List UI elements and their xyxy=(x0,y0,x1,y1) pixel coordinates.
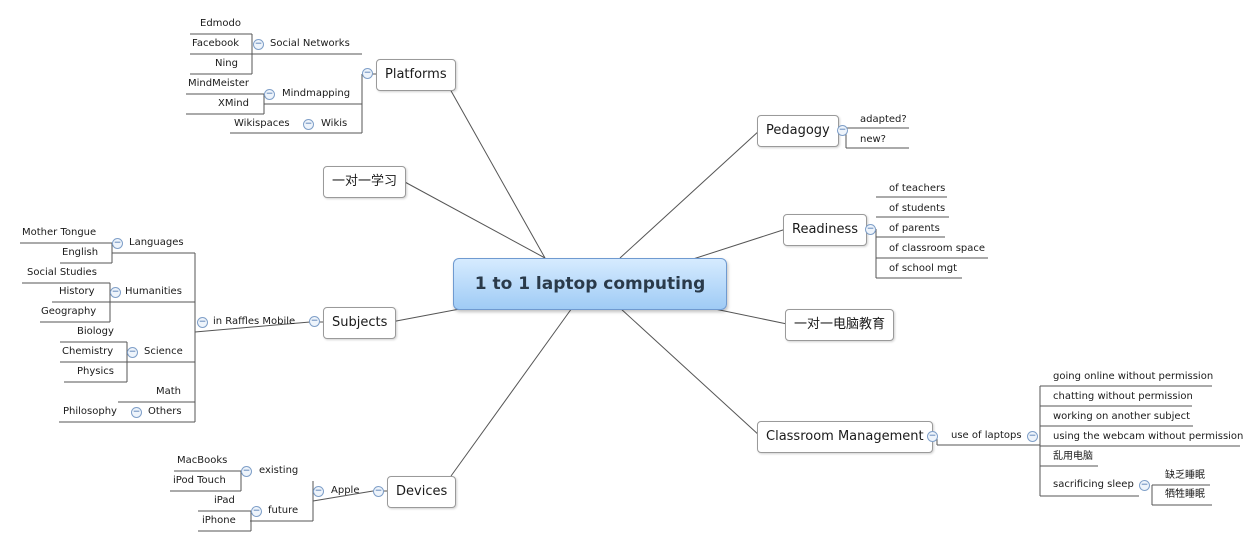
topic-devices[interactable]: Devices xyxy=(387,476,457,508)
collapse-toggle-classroom-management[interactable]: − xyxy=(927,431,938,442)
collapse-toggle-readiness[interactable]: − xyxy=(865,224,876,235)
topic-classroom-management[interactable]: Classroom Management xyxy=(757,421,933,453)
connector-line xyxy=(619,307,761,437)
subtopic-lack-sleep-cn[interactable]: 缺乏睡眠 xyxy=(1165,470,1205,481)
subtopic-iphone[interactable]: iPhone xyxy=(202,515,236,526)
subtopic-geography[interactable]: Geography xyxy=(41,306,97,317)
subtopic-philosophy[interactable]: Philosophy xyxy=(63,406,117,417)
topic-platforms[interactable]: Platforms xyxy=(376,59,456,91)
subtopic-of-school-mgt[interactable]: of school mgt xyxy=(889,263,958,274)
connector-line xyxy=(194,321,311,333)
subtopic-chatting[interactable]: chatting without permission xyxy=(1053,391,1193,402)
collapse-toggle-existing[interactable]: − xyxy=(241,466,252,477)
connector-line xyxy=(619,129,761,259)
topic-pedagogy[interactable]: Pedagogy xyxy=(757,115,839,147)
subtopic-webcam[interactable]: using the webcam without permission xyxy=(1053,431,1244,442)
subtopic-apple[interactable]: Apple xyxy=(331,485,360,496)
central-topic[interactable]: 1 to 1 laptop computing xyxy=(453,258,727,310)
collapse-toggle-humanities[interactable]: − xyxy=(110,287,121,298)
subtopic-edmodo[interactable]: Edmodo xyxy=(200,18,241,29)
subtopic-physics[interactable]: Physics xyxy=(77,366,114,377)
subtopic-misuse-cn[interactable]: 乱用电脑 xyxy=(1053,451,1093,462)
subtopic-sacrifice-sleep-cn[interactable]: 牺牲睡眠 xyxy=(1165,489,1205,500)
subtopic-english[interactable]: English xyxy=(62,247,99,258)
subtopic-ipod-touch[interactable]: iPod Touch xyxy=(173,475,226,486)
collapse-toggle-apple[interactable]: − xyxy=(313,486,324,497)
connector-line xyxy=(450,307,573,477)
subtopic-wikis[interactable]: Wikis xyxy=(321,118,348,129)
subtopic-mother-tongue[interactable]: Mother Tongue xyxy=(22,227,97,238)
collapse-toggle-science[interactable]: − xyxy=(127,347,138,358)
subtopic-wikispaces[interactable]: Wikispaces xyxy=(234,118,290,129)
subtopic-chemistry[interactable]: Chemistry xyxy=(62,346,114,357)
subtopic-xmind[interactable]: XMind xyxy=(218,98,249,109)
subtopic-new[interactable]: new? xyxy=(860,134,886,145)
subtopic-of-teachers[interactable]: of teachers xyxy=(889,183,946,194)
collapse-toggle-others[interactable]: − xyxy=(131,407,142,418)
subtopic-social-studies[interactable]: Social Studies xyxy=(27,267,97,278)
subtopic-mindmapping[interactable]: Mindmapping xyxy=(282,88,351,99)
connector-line xyxy=(709,307,788,325)
subtopic-macbooks[interactable]: MacBooks xyxy=(177,455,228,466)
collapse-toggle-languages[interactable]: − xyxy=(112,238,123,249)
subtopic-facebook[interactable]: Facebook xyxy=(192,38,239,49)
collapse-toggle-pedagogy[interactable]: − xyxy=(837,125,848,136)
subtopic-in-raffles-mobile[interactable]: in Raffles Mobile xyxy=(213,316,296,327)
subtopic-science[interactable]: Science xyxy=(144,346,183,357)
subtopic-others[interactable]: Others xyxy=(148,406,182,417)
connector-line xyxy=(402,180,546,259)
collapse-toggle-sacrificing-sleep[interactable]: − xyxy=(1139,480,1150,491)
collapse-toggle-platforms[interactable]: − xyxy=(362,68,373,79)
connector-line xyxy=(689,228,787,261)
subtopic-use-of-laptops[interactable]: use of laptops xyxy=(951,430,1022,441)
subtopic-humanities[interactable]: Humanities xyxy=(125,286,182,297)
subtopic-sacrificing-sleep[interactable]: sacrificing sleep xyxy=(1053,479,1134,490)
subtopic-languages[interactable]: Languages xyxy=(129,237,184,248)
connector-line xyxy=(390,307,466,323)
subtopic-working-another[interactable]: working on another subject xyxy=(1053,411,1191,422)
topic-readiness[interactable]: Readiness xyxy=(783,214,868,246)
collapse-toggle-social-networks[interactable]: − xyxy=(253,39,264,50)
connector-line xyxy=(449,88,546,259)
collapse-toggle-wikis[interactable]: − xyxy=(303,119,314,130)
subtopic-ning[interactable]: Ning xyxy=(215,58,238,69)
subtopic-of-students[interactable]: of students xyxy=(889,203,946,214)
collapse-toggle-use-of-laptops[interactable]: − xyxy=(1027,431,1038,442)
subtopic-biology[interactable]: Biology xyxy=(77,326,114,337)
collapse-toggle-in-raffles-mobile[interactable]: − xyxy=(197,317,208,328)
subtopic-going-online[interactable]: going online without permission xyxy=(1053,371,1214,382)
subtopic-history[interactable]: History xyxy=(59,286,95,297)
collapse-toggle-subjects[interactable]: − xyxy=(309,316,320,327)
subtopic-of-parents[interactable]: of parents xyxy=(889,223,940,234)
connector-line xyxy=(312,490,374,502)
subtopic-social-networks[interactable]: Social Networks xyxy=(270,38,350,49)
subtopic-future[interactable]: future xyxy=(268,505,299,516)
subtopic-ipad[interactable]: iPad xyxy=(214,495,235,506)
subtopic-math[interactable]: Math xyxy=(156,386,182,397)
topic-chinese-one-to-one[interactable]: 一对一学习 xyxy=(323,166,407,198)
subtopic-existing[interactable]: existing xyxy=(259,465,299,476)
subtopic-mindmeister[interactable]: MindMeister xyxy=(188,78,250,89)
topic-chinese-computer-education[interactable]: 一对一电脑教育 xyxy=(785,309,895,341)
collapse-toggle-future[interactable]: − xyxy=(251,506,262,517)
collapse-toggle-mindmapping[interactable]: − xyxy=(264,89,275,100)
subtopic-adapted[interactable]: adapted? xyxy=(860,114,907,125)
subtopic-of-classroom-space[interactable]: of classroom space xyxy=(889,243,986,254)
collapse-toggle-devices[interactable]: − xyxy=(373,486,384,497)
topic-subjects[interactable]: Subjects xyxy=(323,307,397,339)
